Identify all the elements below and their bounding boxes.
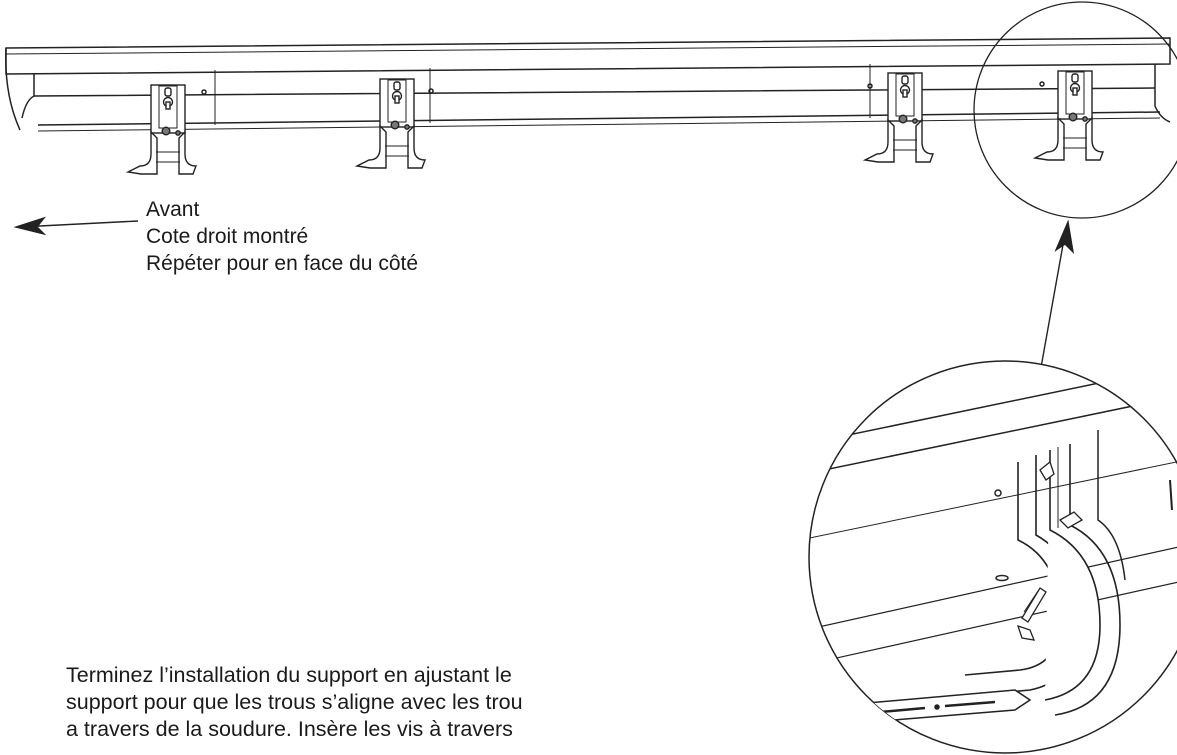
bracket bbox=[864, 72, 934, 163]
instruction-line: a travers de la soudure. Insère les vis … bbox=[66, 717, 513, 741]
instruction-line: support pour que les trous s’aligne avec… bbox=[66, 690, 523, 714]
bracket bbox=[356, 78, 426, 169]
direction-labels: Avant Cote droit montré Répéter pour en … bbox=[146, 196, 418, 277]
bracket bbox=[1034, 70, 1104, 161]
front-label: Avant bbox=[146, 198, 200, 221]
repeat-label: Répéter pour en face du côté bbox=[146, 252, 419, 275]
instruction-text: Terminez l’installation du support en aj… bbox=[66, 662, 523, 743]
leader-arrow bbox=[1039, 219, 1075, 374]
rail bbox=[5, 37, 1171, 132]
instruction-line: Terminez l’installation du support en aj… bbox=[66, 663, 512, 687]
side-shown-label: Cote droit montré bbox=[146, 225, 309, 248]
front-arrow bbox=[13, 216, 139, 236]
detail-callout-circle bbox=[973, 1, 1177, 219]
